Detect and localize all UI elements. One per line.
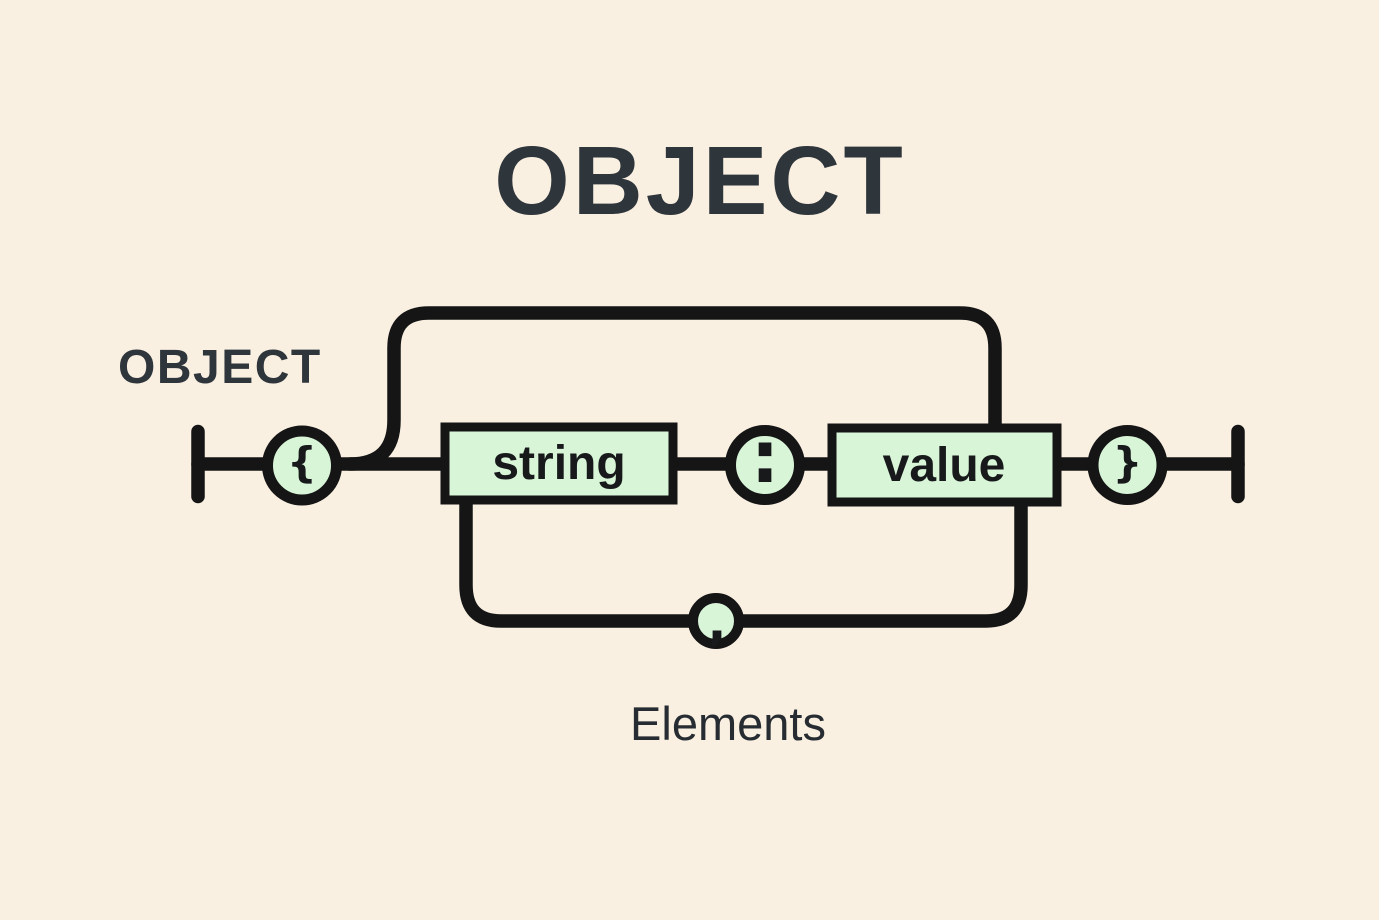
string-node [440,422,678,505]
loop-caption: Elements [630,697,826,750]
open-brace-node [262,425,342,506]
colon-node [725,425,805,505]
page-title: OBJECT [494,126,905,235]
comma-loop-track [459,491,1028,628]
value-node-label: value [883,439,1006,492]
colon-glyph: : [751,415,780,499]
rule-label: OBJECT [118,341,322,394]
close-brace-glyph: } [1113,438,1143,487]
close-brace-node [1087,425,1168,505]
bypass-track [343,306,1002,471]
string-node-label: string [492,437,625,490]
open-brace-glyph: { [287,438,317,487]
comma-node [688,593,744,649]
value-node [827,423,1062,507]
comma-glyph: , [708,594,727,652]
